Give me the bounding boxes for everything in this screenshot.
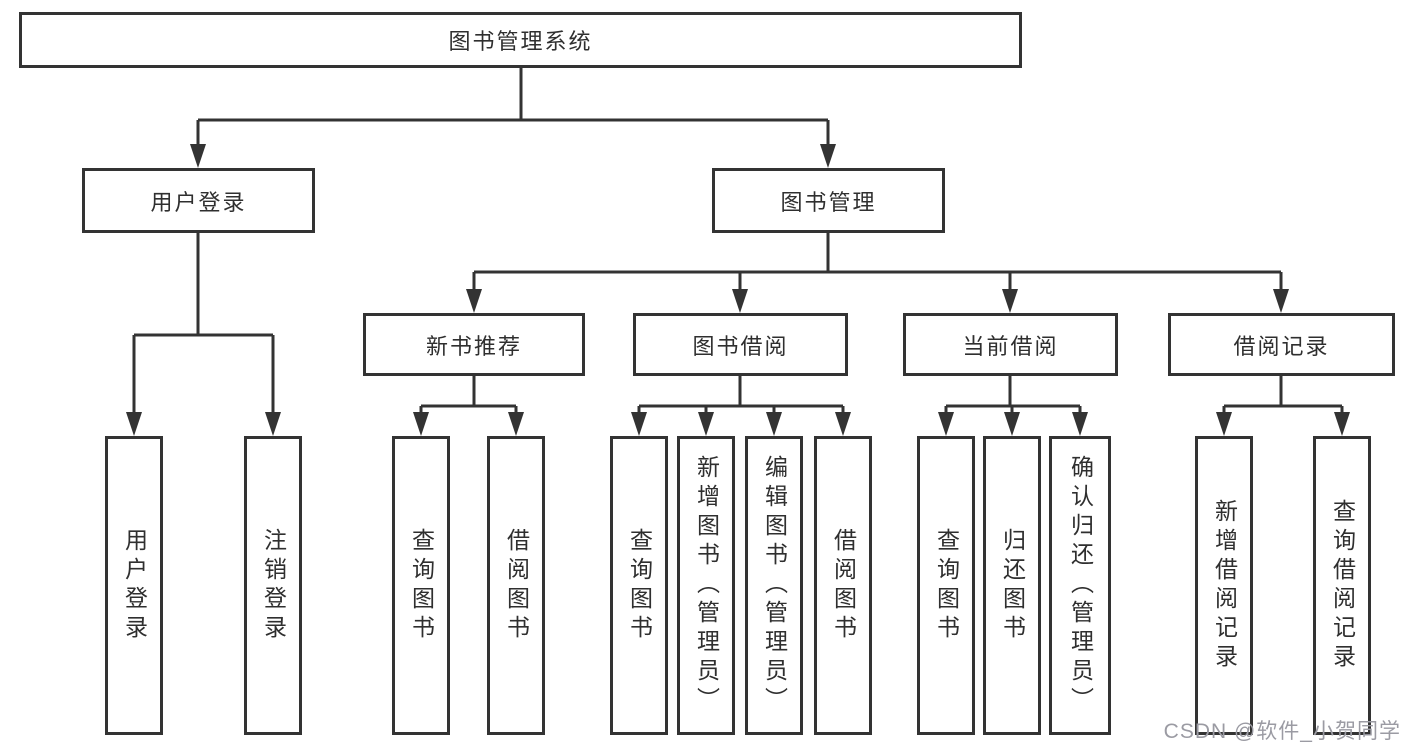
node-new-book-recommendation: 新书推荐 <box>363 313 585 376</box>
arrowhead-icon <box>265 412 281 436</box>
leaf-add-book-admin: 新增图书（管理员） <box>677 436 735 735</box>
arrowhead-icon <box>766 412 782 436</box>
leaf-query-borrow-record: 查询借阅记录 <box>1313 436 1371 735</box>
arrowhead-icon <box>698 412 714 436</box>
arrowhead-icon <box>413 412 429 436</box>
node-library-management-system: 图书管理系统 <box>19 12 1022 68</box>
leaf-user-login: 用户登录 <box>105 436 163 735</box>
leaf-query-books-current: 查询图书 <box>917 436 975 735</box>
arrowhead-icon <box>1334 412 1350 436</box>
tree-edges <box>132 68 1344 416</box>
leaf-add-borrow-record: 新增借阅记录 <box>1195 436 1253 735</box>
arrowhead-icon <box>835 412 851 436</box>
arrowhead-icon <box>466 289 482 313</box>
leaf-confirm-return-admin: 确认归还（管理员） <box>1049 436 1111 735</box>
leaf-borrow-books-recommendation: 借阅图书 <box>487 436 545 735</box>
arrowhead-icon <box>1002 289 1018 313</box>
leaf-borrow-books-borrowing: 借阅图书 <box>814 436 872 735</box>
leaf-logout: 注销登录 <box>244 436 302 735</box>
arrowhead-icon <box>1216 412 1232 436</box>
arrowhead-icon <box>732 289 748 313</box>
node-book-borrowing: 图书借阅 <box>633 313 848 376</box>
leaf-query-books-recommendation: 查询图书 <box>392 436 450 735</box>
arrowhead-icon <box>126 412 142 436</box>
arrowhead-icon <box>631 412 647 436</box>
node-user-login: 用户登录 <box>82 168 315 233</box>
arrowhead-icon <box>508 412 524 436</box>
arrowheads <box>126 144 1350 436</box>
arrowhead-icon <box>938 412 954 436</box>
arrowhead-icon <box>1004 412 1020 436</box>
arrowhead-icon <box>1072 412 1088 436</box>
csdn-watermark: CSDN @软件_小贺同学 <box>1163 720 1401 743</box>
leaf-return-books: 归还图书 <box>983 436 1041 735</box>
arrowhead-icon <box>1273 289 1289 313</box>
node-current-borrowing: 当前借阅 <box>903 313 1118 376</box>
arrowhead-icon <box>190 144 206 168</box>
leaf-edit-book-admin: 编辑图书（管理员） <box>745 436 803 735</box>
arrowhead-icon <box>820 144 836 168</box>
leaf-query-books-borrowing: 查询图书 <box>610 436 668 735</box>
node-borrowing-records: 借阅记录 <box>1168 313 1395 376</box>
node-book-management: 图书管理 <box>712 168 945 233</box>
